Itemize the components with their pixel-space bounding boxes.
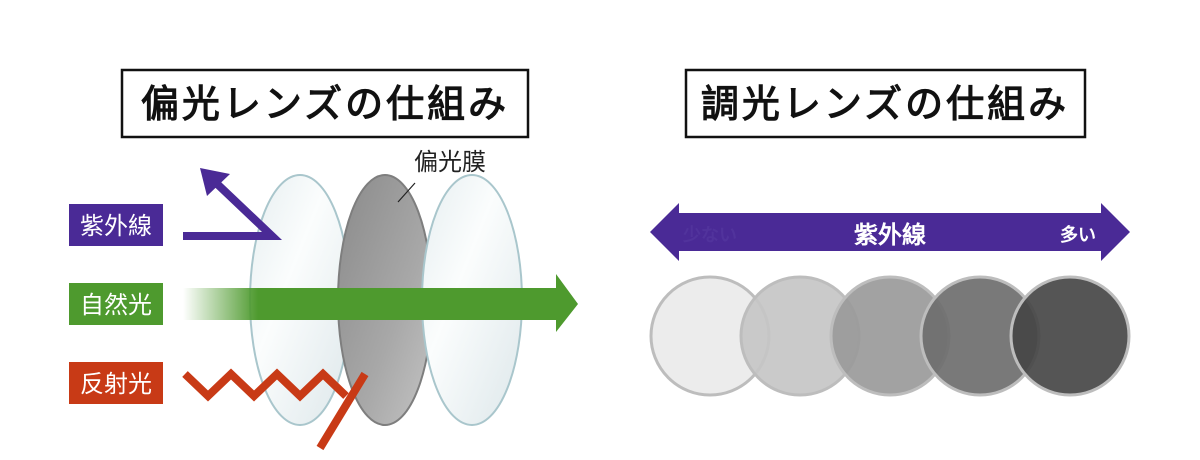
- reflected-light-block: [316, 371, 369, 451]
- uv-low-label: 少ない: [682, 225, 737, 246]
- film-label: 偏光膜: [414, 148, 486, 176]
- uv-ray: [183, 177, 283, 240]
- uv-label-box: [69, 204, 163, 246]
- natural-light-label: 自然光: [80, 291, 152, 319]
- photochromic-title-box: 調光レンズの仕組み: [684, 68, 1087, 139]
- uv-arrowhead: [200, 168, 230, 196]
- uv-high-label: 多い: [1060, 224, 1096, 246]
- reflected-light-ray: [182, 368, 349, 402]
- uv-scale-label: 紫外線: [854, 221, 926, 249]
- film-leader-line: [397, 182, 416, 203]
- natural-light-arrowhead: [556, 274, 578, 332]
- natural-light-label-box: [69, 283, 163, 325]
- reflected-light-label-box: [69, 362, 163, 404]
- uv-label: 紫外線: [80, 212, 152, 240]
- polarized-title: 偏光レンズの仕組み: [141, 82, 509, 126]
- photochromic-title: 調光レンズの仕組み: [701, 82, 1069, 126]
- natural-light-ray: [183, 288, 558, 320]
- reflected-light-label: 反射光: [80, 370, 152, 398]
- uv-scale-arrow: [650, 203, 1130, 261]
- photochromic-lenses: [649, 275, 1131, 397]
- polarized-title-box: 偏光レンズの仕組み: [120, 68, 530, 139]
- lens-shade-5: [1009, 275, 1131, 397]
